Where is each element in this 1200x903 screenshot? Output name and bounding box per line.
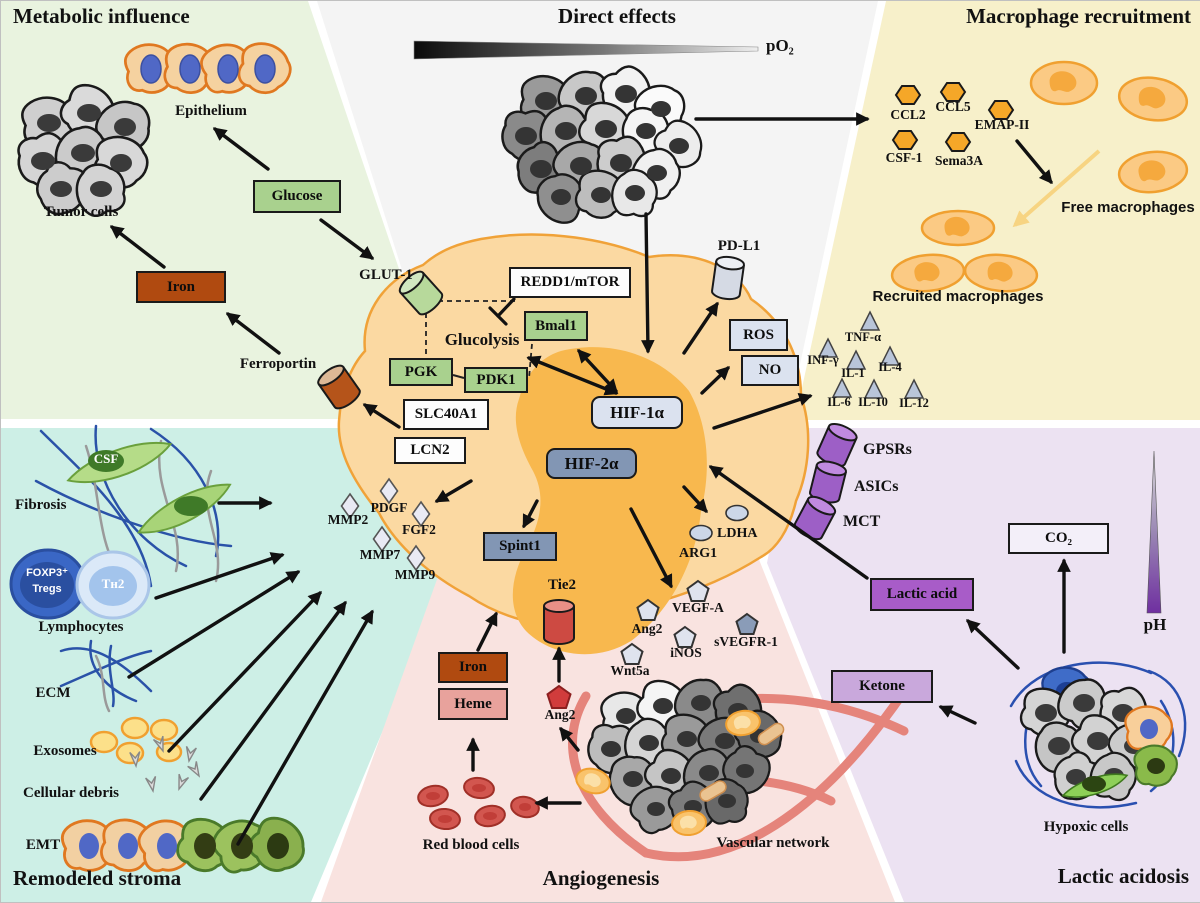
il4-label: IL-4 xyxy=(878,360,902,374)
arg1-label: ARG1 xyxy=(679,546,718,561)
bmal1-box: Bmal1 xyxy=(524,311,588,341)
foxp3-label-line1: FOXP3⁺ xyxy=(26,567,68,579)
metabolic-title: Metabolic influence xyxy=(13,4,190,28)
ketone-box: Ketone xyxy=(831,670,933,703)
spint1-box: Spint1 xyxy=(483,532,557,561)
recruited-macrophages-label: Recruited macrophages xyxy=(872,288,1044,305)
tnfa-label: TNF-α xyxy=(844,330,882,344)
sema3a-label: Sema3A xyxy=(935,153,983,168)
iron-box-metabolic: Iron xyxy=(136,271,226,303)
fgf2-label: FGF2 xyxy=(402,522,436,537)
il12-label: IL-12 xyxy=(899,396,929,410)
slc40a1-box: SLC40A1 xyxy=(403,399,489,430)
rbc-label: Red blood cells xyxy=(422,837,520,853)
emt-label: EMT xyxy=(25,837,61,853)
foxp3-label-line2: Tregs xyxy=(32,583,62,595)
pdgf-label: PDGF xyxy=(370,500,408,515)
emap2-label: EMAP-II xyxy=(974,117,1030,132)
no-box: NO xyxy=(741,355,799,386)
ecm-label: ECM xyxy=(35,685,71,701)
iron-box-angiogenesis: Iron xyxy=(438,652,508,683)
svegfr1-label: sVEGFR-1 xyxy=(714,634,778,649)
direct-effects-title: Direct effects xyxy=(558,4,676,28)
angiogenesis-title: Angiogenesis xyxy=(542,866,660,890)
th2-label: Tʜ2 xyxy=(101,576,125,591)
epithelium-label: Epithelium xyxy=(175,103,247,119)
mmp7-label: MMP7 xyxy=(359,547,401,562)
glucose-box: Glucose xyxy=(253,180,341,213)
il1-label: IL-1 xyxy=(841,366,865,380)
lactic-acid-box: Lactic acid xyxy=(870,578,974,611)
glucolysis-label: Glucolysis xyxy=(444,330,520,349)
exosomes-label: Exosomes xyxy=(33,743,97,759)
free-macrophages-label: Free macrophages xyxy=(1061,199,1195,216)
redd1-mtor-box: REDD1/mTOR xyxy=(509,267,631,298)
tumor-cells-label: Tumor cells xyxy=(43,204,119,220)
co2-box: CO₂ xyxy=(1008,523,1109,554)
ros-box: ROS xyxy=(729,319,788,351)
il6-label: IL-6 xyxy=(827,395,851,409)
pdl1-label: PD-L1 xyxy=(717,238,761,254)
hif2-box: HIF-2α xyxy=(546,448,637,479)
lactic-title: Lactic acidosis xyxy=(1057,864,1189,888)
heme-box: Heme xyxy=(438,688,508,720)
hif1-box: HIF-1α xyxy=(591,396,683,429)
wnt5a-label: Wnt5a xyxy=(610,663,650,678)
asics-label: ASICs xyxy=(854,478,899,495)
il10-label: IL-10 xyxy=(858,395,888,409)
macrophage-title: Macrophage recruitment xyxy=(966,4,1191,28)
pdk1-box: PDK1 xyxy=(464,367,528,393)
lcn2-box: LCN2 xyxy=(394,437,466,464)
vegfa-label: VEGF-A xyxy=(672,600,724,615)
ccl2-label: CCL2 xyxy=(890,107,926,122)
tie2-label: Tie2 xyxy=(547,577,577,593)
lymphocytes-label: Lymphocytes xyxy=(38,619,124,635)
glut1-label: GLUT-1 xyxy=(359,267,413,283)
mmp9-label: MMP9 xyxy=(394,567,436,582)
stroma-title: Remodeled stroma xyxy=(13,866,182,890)
inos-label: iNOS xyxy=(670,645,702,660)
hypoxic-cells-label: Hypoxic cells xyxy=(1043,819,1129,835)
csf1-label: CSF-1 xyxy=(885,150,923,165)
ferroportin-label: Ferroportin xyxy=(239,356,317,372)
csf-label: CSF xyxy=(93,451,119,466)
fibrosis-label: Fibrosis xyxy=(15,497,67,513)
cellular-debris-label: Cellular debris xyxy=(23,785,119,801)
po2-label: pO₂ xyxy=(766,36,794,55)
pgk-box: PGK xyxy=(389,358,453,386)
infg-label: INF-γ xyxy=(807,353,839,367)
ang2-white-label: Ang2 xyxy=(631,621,663,636)
mmp2-label: MMP2 xyxy=(327,512,369,527)
gpsrs-label: GPSRs xyxy=(863,441,912,458)
mct-label: MCT xyxy=(843,513,881,530)
ldha-label: LDHA xyxy=(717,526,758,541)
vascular-network-label: Vascular network xyxy=(716,835,830,851)
ccl5-label: CCL5 xyxy=(935,99,971,114)
ph-label: pH xyxy=(1143,615,1167,634)
ang2-red-label: Ang2 xyxy=(544,707,576,722)
